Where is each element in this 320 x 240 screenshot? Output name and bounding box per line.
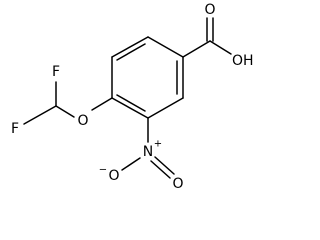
- nitro-nitrogen-label: N: [143, 144, 153, 160]
- bond-chf2-to-fluorine-bottom: [23, 105, 57, 125]
- nitro-group: N + O O −: [99, 117, 184, 192]
- benzene-ring: [111, 36, 184, 119]
- bond-carboxyl-to-hydroxyl: [209, 40, 232, 55]
- nitro-oxygen-left-label: O: [108, 168, 119, 184]
- fluorine-top-label: F: [52, 64, 60, 80]
- ether-oxygen-label: O: [77, 113, 88, 129]
- ring-bond-top-left-inner: [116, 43, 146, 61]
- bond-ring-to-ether-oxygen: [91, 97, 113, 111]
- ring-bond-bottom-left-inner: [116, 94, 146, 112]
- hydroxyl-label: OH: [232, 53, 254, 69]
- nitro-nitrogen-charge: +: [154, 139, 162, 150]
- carbonyl-oxygen-label: O: [204, 2, 215, 18]
- difluoromethoxy-group: O F F: [11, 64, 113, 137]
- nitro-oxygen-bottom-label: O: [172, 176, 183, 192]
- bond-nitro-n-o-double-outer: [154, 156, 175, 175]
- bond-ether-oxygen-to-chf2: [55, 105, 75, 118]
- nitro-oxygen-charge: −: [99, 165, 107, 176]
- molecule-structure: O OH O F F N + O O −: [11, 2, 254, 192]
- ring-bond-bottom-right: [147, 97, 184, 119]
- fluorine-bottom-label: F: [11, 121, 19, 137]
- bond-nitro-n-o-single: [121, 157, 141, 171]
- bond-nitro-n-o-double-inner: [150, 160, 171, 179]
- bond-ring-to-carboxyl-carbon: [182, 40, 211, 58]
- ring-bond-bottom-left: [111, 97, 149, 119]
- ring-bond-top-left: [111, 36, 149, 58]
- carboxylic-acid-group: O OH: [182, 2, 254, 69]
- ring-bond-top-right: [147, 36, 184, 58]
